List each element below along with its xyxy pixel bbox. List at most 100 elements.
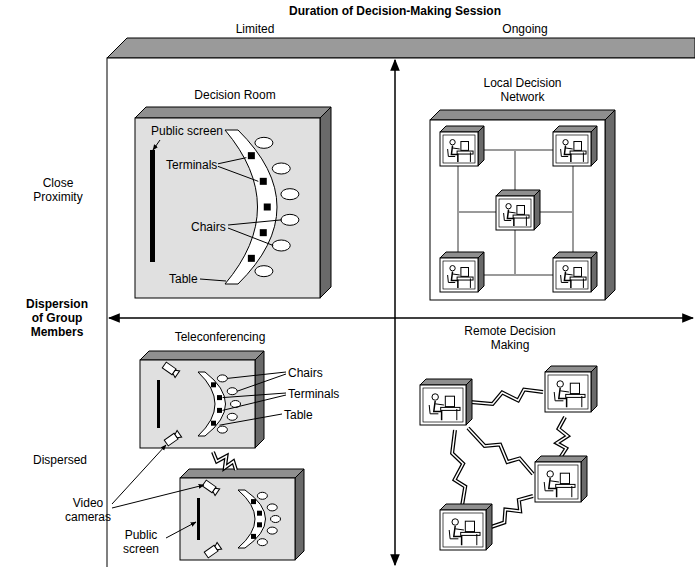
leader-line bbox=[228, 220, 282, 225]
workstation-front bbox=[440, 258, 478, 292]
decision-room-top bbox=[135, 107, 331, 118]
person-head bbox=[432, 394, 438, 400]
public-screen bbox=[157, 380, 160, 428]
monitor bbox=[570, 383, 579, 393]
leader-line bbox=[112, 485, 204, 508]
person-head bbox=[563, 266, 568, 271]
conference-room-top bbox=[180, 469, 304, 478]
workstation-front bbox=[535, 462, 581, 502]
lightning-bolt-core bbox=[468, 428, 533, 474]
person-head bbox=[563, 140, 568, 145]
table-symbol bbox=[225, 130, 277, 284]
conference-room-front bbox=[180, 478, 295, 560]
leader-line bbox=[237, 374, 286, 391]
leader-line bbox=[112, 445, 166, 504]
workstation-side bbox=[486, 504, 492, 550]
workstation-top bbox=[440, 504, 492, 510]
workstation-frame bbox=[538, 465, 578, 499]
workstation-frame bbox=[548, 375, 588, 409]
desk-leg bbox=[526, 216, 527, 226]
network-room-top bbox=[430, 110, 615, 120]
workstation-frame bbox=[556, 261, 588, 289]
terminal-symbol bbox=[260, 229, 267, 236]
desk-leg bbox=[583, 278, 584, 288]
chair-symbol bbox=[281, 189, 299, 200]
video-camera bbox=[204, 543, 222, 559]
column-header: Ongoing bbox=[475, 22, 575, 36]
row-header: Dispersed bbox=[25, 453, 95, 467]
monitor bbox=[445, 396, 454, 406]
leader-line bbox=[217, 166, 258, 181]
part-label: Public screen bbox=[150, 124, 224, 138]
workstation-top bbox=[420, 379, 472, 385]
person-head bbox=[450, 140, 455, 145]
frame-top bbox=[107, 38, 695, 58]
office-chair bbox=[561, 275, 569, 282]
person-arm bbox=[550, 481, 559, 482]
workstation-top bbox=[553, 252, 597, 258]
scene-title: Local Decision Network bbox=[468, 76, 578, 104]
part-label: Chairs bbox=[190, 220, 227, 234]
conference-room-side bbox=[295, 469, 304, 560]
axis-arrow bbox=[394, 60, 396, 565]
workstation-top bbox=[440, 126, 484, 132]
table-symbol bbox=[198, 372, 226, 436]
person-arm bbox=[455, 529, 464, 530]
workstation-top bbox=[496, 190, 540, 196]
monitor bbox=[461, 268, 469, 277]
chair-symbol bbox=[272, 240, 290, 251]
terminal-symbol bbox=[257, 511, 262, 516]
desk-leg bbox=[470, 278, 471, 288]
network-room-front bbox=[430, 120, 605, 300]
quadrant-scene: Remote Decision Making bbox=[415, 324, 605, 556]
office-chair bbox=[504, 213, 512, 220]
desk-leg bbox=[456, 409, 457, 420]
chair-symbol bbox=[227, 413, 237, 420]
decision-room-side bbox=[320, 107, 331, 298]
terminal-symbol bbox=[260, 178, 267, 185]
video-camera bbox=[162, 362, 180, 378]
chair-symbol bbox=[257, 539, 267, 546]
quadrant-scene: Local Decision Network bbox=[430, 76, 615, 302]
workstation-front bbox=[496, 196, 534, 230]
office-chair bbox=[561, 149, 569, 156]
conference-room-front bbox=[140, 360, 255, 448]
workstation-side bbox=[591, 252, 597, 292]
public-screen bbox=[197, 498, 200, 540]
row-header: Close Proximity bbox=[20, 176, 96, 204]
terminal-symbol bbox=[251, 534, 256, 539]
person-arm bbox=[509, 212, 516, 213]
chair-symbol bbox=[255, 266, 273, 277]
chair-symbol bbox=[217, 426, 227, 433]
column-header: Limited bbox=[205, 22, 305, 36]
leader-line bbox=[166, 522, 196, 538]
workstation-side bbox=[534, 190, 540, 230]
person-head bbox=[506, 204, 511, 209]
person-arm bbox=[435, 404, 444, 405]
terminal-symbol bbox=[211, 382, 216, 387]
workstation-front bbox=[420, 385, 466, 425]
terminal-symbol bbox=[257, 522, 262, 527]
network-room-side bbox=[605, 110, 615, 300]
axis-title: Duration of Decision-Making Session bbox=[195, 4, 595, 18]
workstation-top bbox=[440, 252, 484, 258]
lightning-bolt bbox=[468, 428, 533, 474]
monitor bbox=[517, 206, 525, 215]
part-label: Chairs bbox=[288, 366, 323, 380]
workstation-frame bbox=[423, 388, 463, 422]
monitor bbox=[465, 521, 474, 531]
terminal-symbol bbox=[217, 408, 222, 413]
monitor bbox=[461, 142, 469, 151]
workstation-top bbox=[535, 456, 587, 462]
person-arm bbox=[453, 274, 460, 275]
chair-symbol bbox=[227, 388, 237, 395]
chair-symbol bbox=[255, 137, 273, 148]
office-chair bbox=[429, 405, 438, 414]
office-chair bbox=[544, 482, 553, 491]
scene-title: Decision Room bbox=[135, 88, 335, 102]
part-label: Terminals bbox=[165, 158, 218, 172]
person-arm bbox=[560, 391, 569, 392]
terminal-symbol bbox=[251, 499, 256, 504]
lightning-bolt bbox=[557, 417, 568, 458]
